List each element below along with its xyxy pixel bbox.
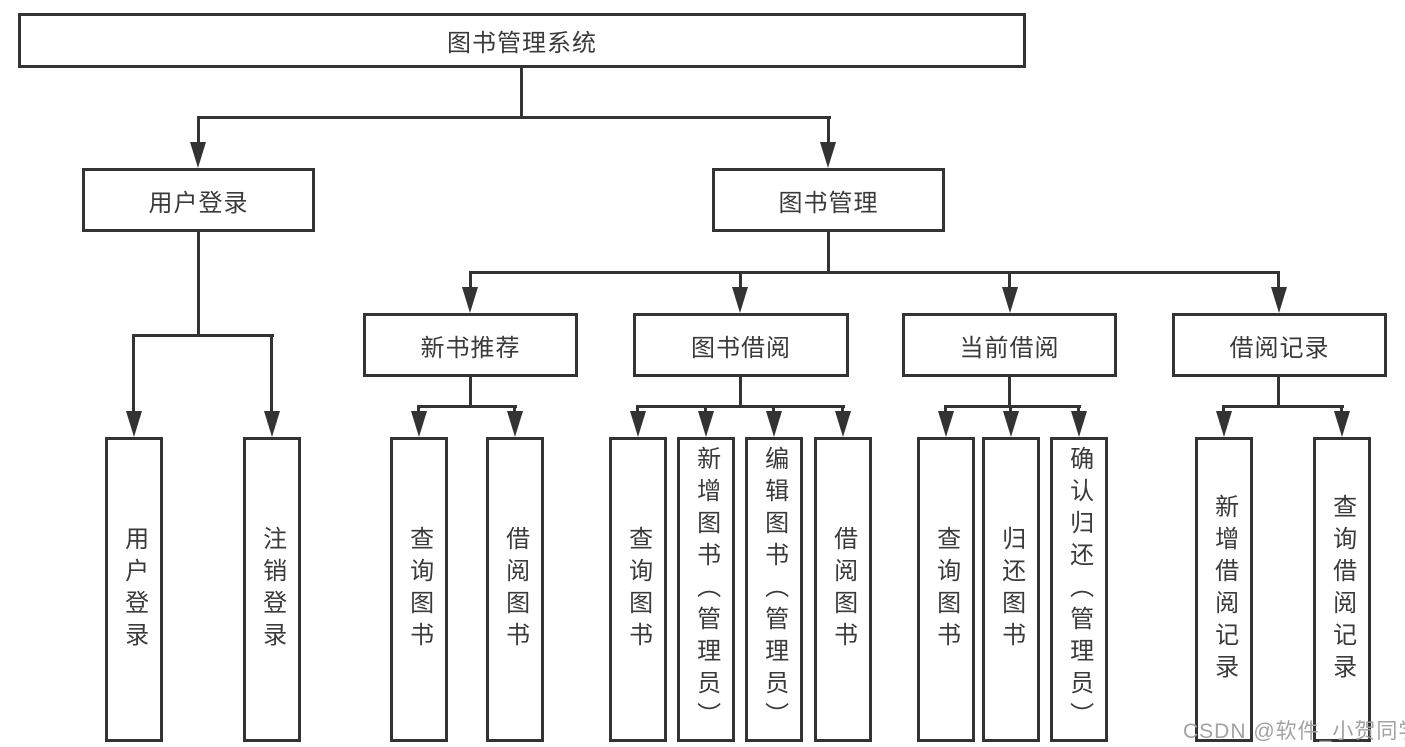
node-book-borrowing-label: 图书借阅 [691, 334, 791, 362]
connector-bookmgmt-vline [827, 232, 830, 274]
arrowhead-book-management [820, 142, 836, 168]
node-current-borrowing: 当前借阅 [902, 313, 1117, 377]
arrowhead-leaf-user-login [126, 411, 142, 437]
arrowhead-bb-edit [766, 411, 782, 437]
node-new-book-recommend: 新书推荐 [363, 313, 578, 377]
arrowhead-nb-query [411, 411, 427, 437]
node-leaf-add-book-admin-label: 新增图书（管理员） [692, 445, 720, 734]
node-leaf-query-borrow-record-label: 查询借阅记录 [1328, 493, 1356, 686]
node-leaf-borrow-book-borrowing: 借阅图书 [814, 437, 872, 742]
node-borrowing-records: 借阅记录 [1172, 313, 1387, 377]
node-leaf-user-login: 用户登录 [105, 437, 163, 742]
node-leaf-borrow-book-borrowing-label: 借阅图书 [829, 525, 857, 654]
connector-root-stem-right [827, 116, 830, 150]
arrowhead-user-login [190, 142, 206, 168]
node-leaf-borrow-book-newbooks-label: 借阅图书 [501, 525, 529, 654]
node-borrowing-records-label: 借阅记录 [1229, 334, 1330, 362]
connector-borrowing-vline [739, 377, 742, 407]
connector-userlogin-vline [197, 232, 200, 336]
connector-root-vline [520, 68, 523, 118]
node-leaf-query-book-newbooks-label: 查询图书 [405, 525, 433, 654]
node-leaf-add-borrow-record-label: 新增借阅记录 [1210, 493, 1238, 686]
node-leaf-edit-book-admin-label: 编辑图书（管理员） [760, 445, 788, 734]
arrowhead-current-borrowing [1002, 287, 1018, 313]
node-leaf-logout-label: 注销登录 [258, 525, 286, 654]
node-current-borrowing-label: 当前借阅 [959, 334, 1060, 362]
arrowhead-leaf-logout [264, 411, 280, 437]
node-book-management: 图书管理 [712, 168, 945, 232]
node-leaf-edit-book-admin: 编辑图书（管理员） [745, 437, 803, 742]
arrowhead-book-borrowing [732, 287, 748, 313]
arrowhead-bb-add [698, 411, 714, 437]
connector-current-hline [944, 405, 1081, 408]
node-new-book-recommend-label: 新书推荐 [420, 334, 521, 362]
node-book-borrowing: 图书借阅 [633, 313, 849, 377]
node-leaf-user-login-label: 用户登录 [120, 525, 148, 654]
node-root: 图书管理系统 [18, 13, 1026, 68]
connector-bookmgmt-stem-3 [1008, 271, 1011, 293]
connector-userlogin-stem-left [132, 334, 135, 420]
connector-userlogin-hline [132, 334, 274, 337]
arrowhead-bb-query [630, 411, 646, 437]
connector-records-hline [1222, 405, 1344, 408]
node-leaf-add-borrow-record: 新增借阅记录 [1195, 437, 1253, 742]
node-leaf-return-book-label: 归还图书 [997, 525, 1025, 654]
arrowhead-new-book-recommend [462, 287, 478, 313]
node-leaf-logout: 注销登录 [243, 437, 301, 742]
arrowhead-rec-query [1334, 411, 1350, 437]
node-leaf-query-book-newbooks: 查询图书 [390, 437, 448, 742]
node-leaf-query-book-borrowing-label: 查询图书 [624, 525, 652, 654]
connector-records-vline [1277, 377, 1280, 407]
node-leaf-return-book: 归还图书 [982, 437, 1040, 742]
arrowhead-rec-add [1216, 411, 1232, 437]
node-leaf-confirm-return-admin-label: 确认归还（管理员） [1065, 445, 1093, 734]
node-leaf-add-book-admin: 新增图书（管理员） [677, 437, 735, 742]
arrowhead-cb-confirm [1071, 411, 1087, 437]
connector-bookmgmt-stem-1 [469, 271, 472, 293]
connector-root-hline [197, 116, 831, 119]
connector-userlogin-stem-right [270, 334, 273, 420]
connector-bookmgmt-hline [469, 271, 1280, 274]
connector-bookmgmt-stem-2 [739, 271, 742, 293]
node-user-login: 用户登录 [82, 168, 315, 232]
node-leaf-confirm-return-admin: 确认归还（管理员） [1050, 437, 1108, 742]
node-user-login-label: 用户登录 [148, 189, 249, 217]
node-leaf-query-borrow-record: 查询借阅记录 [1313, 437, 1371, 742]
arrowhead-cb-query [938, 411, 954, 437]
arrowhead-borrowing-records [1271, 287, 1287, 313]
arrowhead-cb-return [1003, 411, 1019, 437]
arrowhead-nb-borrow [507, 411, 523, 437]
connector-bookmgmt-stem-4 [1277, 271, 1280, 293]
connector-newbooks-hline [417, 405, 517, 408]
node-leaf-borrow-book-newbooks: 借阅图书 [486, 437, 544, 742]
csdn-watermark: CSDN @软件_小贺同学 [1183, 720, 1405, 743]
node-leaf-query-book-current: 查询图书 [917, 437, 975, 742]
node-book-management-label: 图书管理 [778, 189, 879, 217]
connector-newbooks-vline [469, 377, 472, 407]
node-root-label: 图书管理系统 [447, 30, 597, 57]
arrowhead-bb-borrow [835, 411, 851, 437]
connector-root-stem-left [197, 116, 200, 150]
connector-borrowing-hline [636, 405, 845, 408]
connector-current-vline [1008, 377, 1011, 407]
node-leaf-query-book-borrowing: 查询图书 [609, 437, 667, 742]
node-leaf-query-book-current-label: 查询图书 [932, 525, 960, 654]
